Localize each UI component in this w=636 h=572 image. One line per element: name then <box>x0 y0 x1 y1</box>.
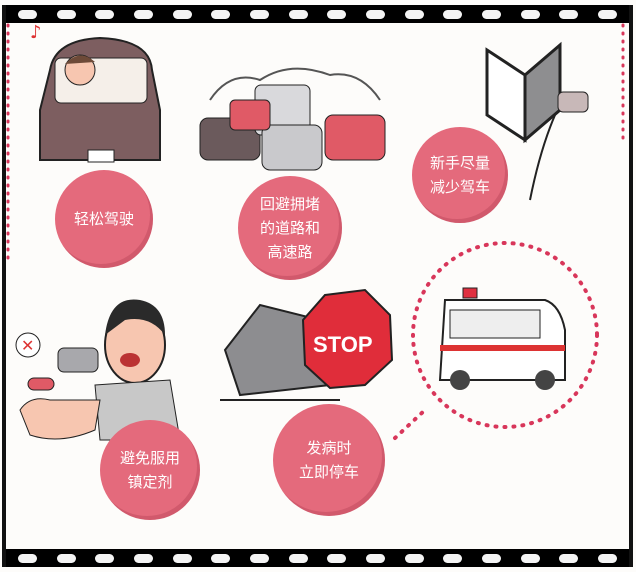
car-stop-sign: STOP <box>220 288 394 401</box>
svg-text:✕: ✕ <box>21 336 34 355</box>
tip-stop-when-ill: 发病时 立即停车 <box>273 404 385 516</box>
beginner-mark <box>485 41 589 201</box>
svg-text:♪: ♪ <box>30 22 42 43</box>
frame-right <box>629 5 633 567</box>
frame-left <box>2 5 6 567</box>
tip-relaxed-driving: 轻松驾驶 <box>55 170 153 268</box>
relaxed-driver-car: ♪ <box>30 22 161 163</box>
film-strip-top <box>2 5 633 23</box>
ambulance-thought-bubble <box>393 241 599 440</box>
man-refusing-pills: ✕ <box>15 299 181 441</box>
tip-avoid-sedatives: 避免服用 镇定剂 <box>100 420 200 520</box>
stop-sign-text: STOP <box>313 332 373 357</box>
tip-beginners-drive-less: 新手尽量 减少驾车 <box>412 127 508 223</box>
film-strip-bottom <box>2 549 633 567</box>
tip-avoid-congested-roads: 回避拥堵 的道路和 高速路 <box>238 176 342 280</box>
traffic-jam <box>199 67 386 171</box>
